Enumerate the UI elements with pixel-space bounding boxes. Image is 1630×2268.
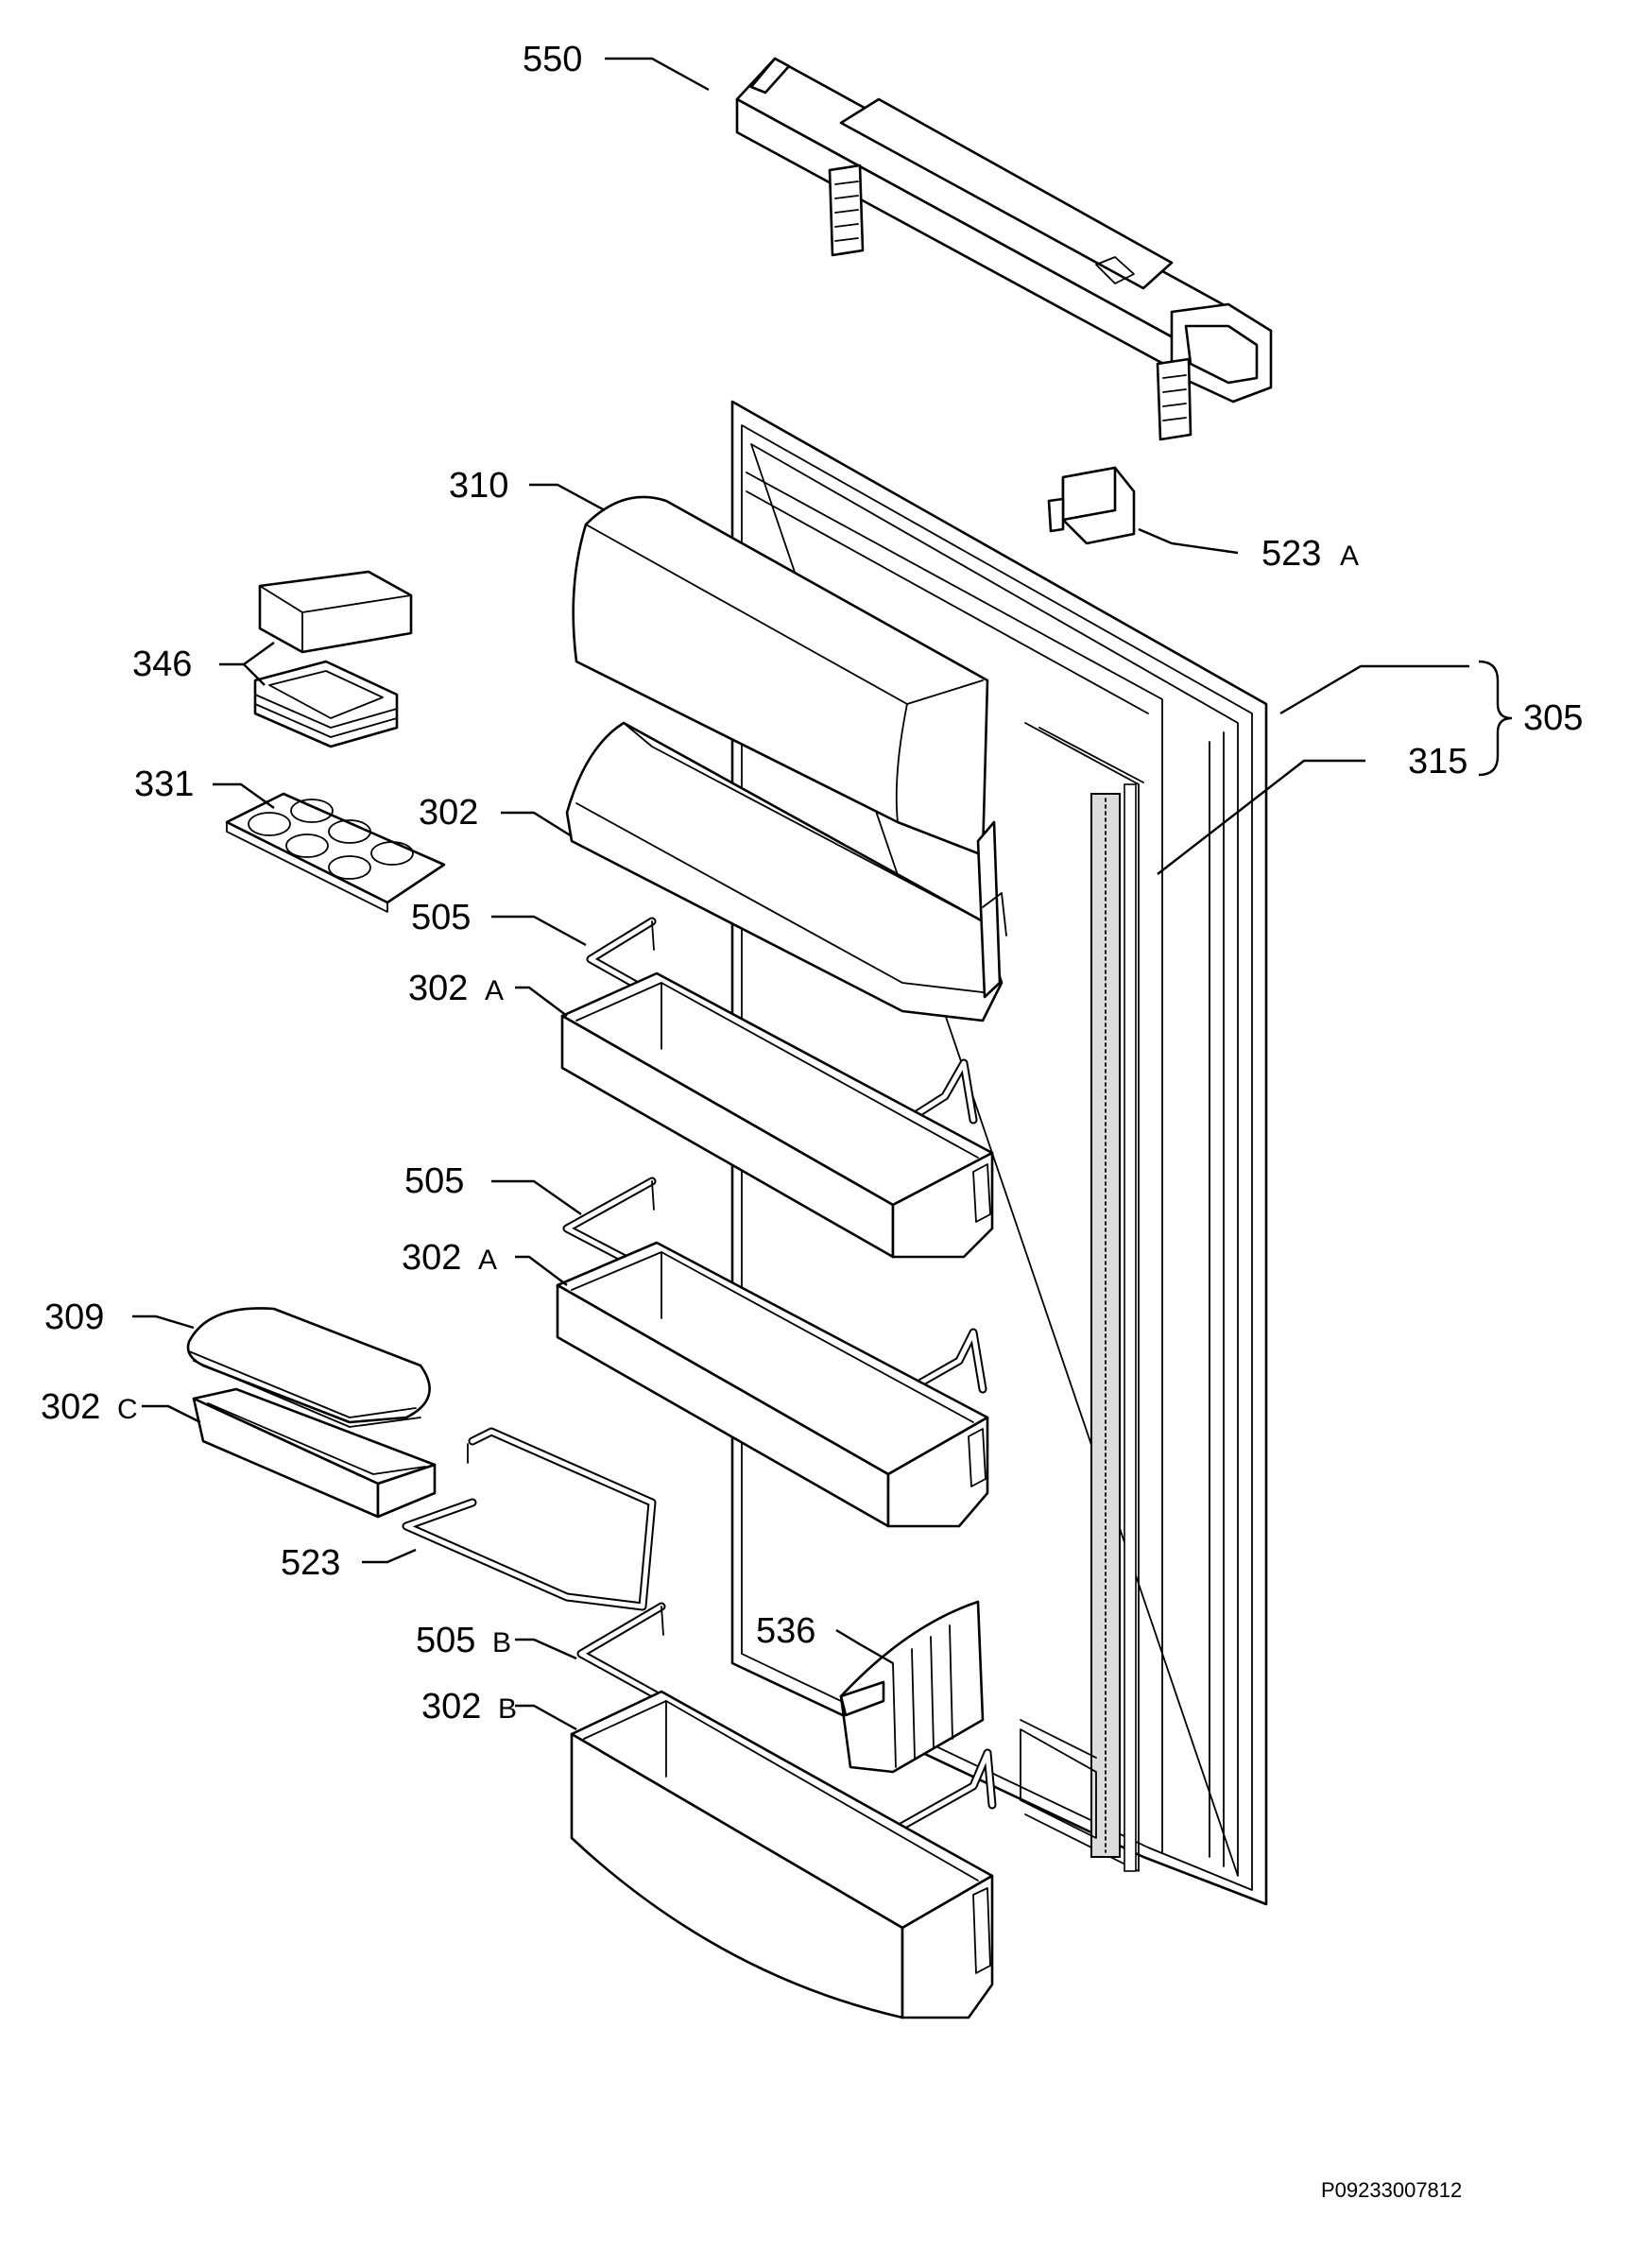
part-536-divider (839, 1600, 985, 1774)
label-310: 310 (449, 466, 508, 506)
label-302: 302 (419, 793, 478, 833)
label-523A: 523 (1261, 534, 1321, 574)
label-346: 346 (132, 644, 192, 684)
label-302B-suffix: B (498, 1693, 517, 1725)
drawing-code: P09233007812 (1321, 2178, 1462, 2202)
leader-lines (132, 57, 1513, 1731)
label-523: 523 (281, 1543, 340, 1583)
label-302C-suffix: C (117, 1394, 138, 1425)
part-315-gasket (1020, 722, 1144, 1872)
label-302A-mid-suffix: A (478, 1245, 497, 1276)
part-302C-dairy-tray (192, 1387, 437, 1519)
part-346-butter-box (253, 570, 413, 748)
part-523-wire-retainer (402, 1427, 657, 1611)
part-505B-wire-bottom (576, 1602, 997, 1833)
label-505-top: 505 (411, 898, 471, 937)
part-505-wire-mid (562, 1177, 987, 1403)
label-309: 309 (44, 1297, 104, 1337)
label-302C: 302 (41, 1387, 100, 1427)
part-550-hinge-bar (735, 57, 1273, 441)
part-302B-bottle-bin (570, 1690, 994, 2019)
label-302A-mid: 302 (402, 1238, 461, 1278)
part-302A-bin-mid (556, 1241, 989, 1528)
part-labels: 550 523 A 310 346 305 315 331 302 505 30… (41, 40, 1583, 2202)
part-302-shelf (565, 721, 1007, 1022)
label-505B: 505 (416, 1621, 475, 1660)
label-505B-suffix: B (492, 1627, 511, 1658)
label-302B: 302 (421, 1687, 481, 1727)
label-550: 550 (523, 40, 582, 79)
part-331-egg-tray (225, 792, 446, 913)
label-302A-top-suffix: A (485, 975, 504, 1006)
part-302A-bin-top (560, 971, 994, 1259)
label-302A-top: 302 (408, 969, 468, 1008)
part-309-dairy-lid (186, 1307, 431, 1428)
label-523A-suffix: A (1340, 541, 1359, 572)
label-315: 315 (1408, 742, 1467, 782)
label-331: 331 (134, 765, 194, 804)
label-536: 536 (756, 1611, 815, 1651)
label-505-mid: 505 (404, 1161, 464, 1201)
part-310-lid (572, 495, 989, 857)
label-305: 305 (1523, 698, 1583, 738)
part-523A-clip (1047, 466, 1136, 545)
